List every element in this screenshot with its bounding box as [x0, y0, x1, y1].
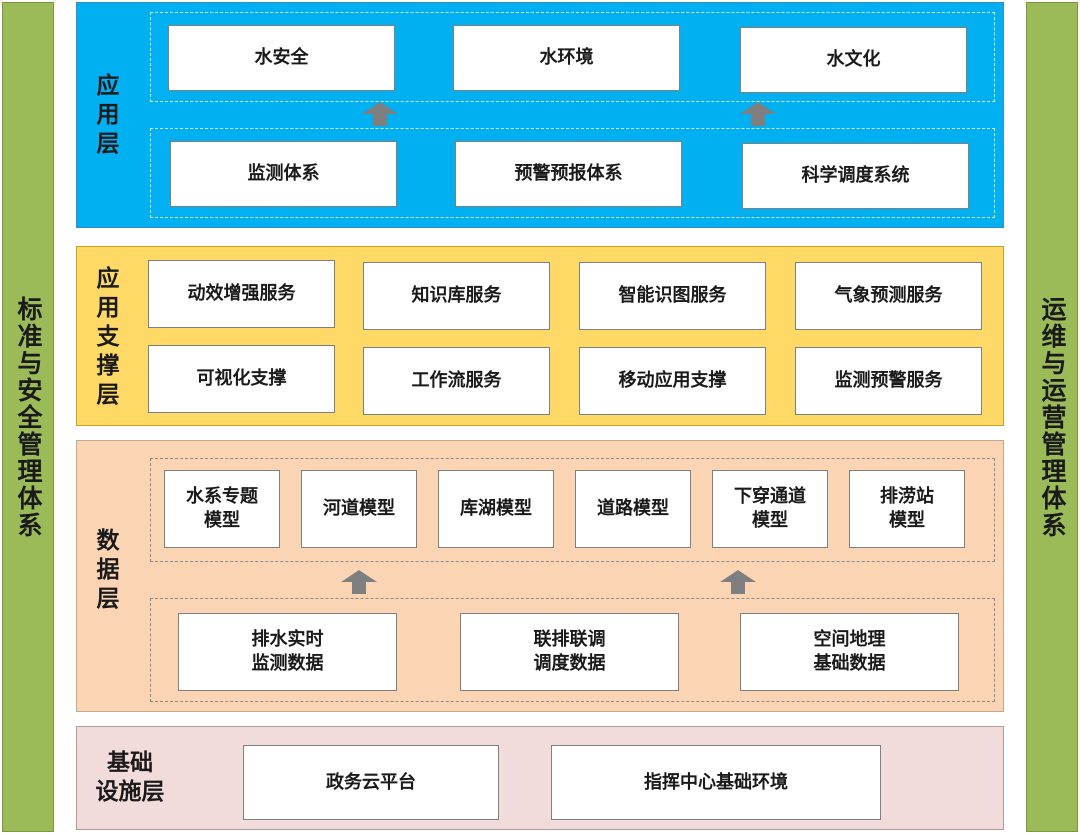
right-side-bar-label: 运维与运营管理体系	[1038, 295, 1067, 539]
app-goal-box-1: 水安全	[168, 25, 395, 91]
infrastructure-layer-label: 基础 设施层	[95, 750, 165, 805]
support-box-7: 移动应用支撑	[579, 347, 766, 415]
dataset-box-2: 联排联调 调度数据	[460, 613, 679, 691]
support-box-3: 智能识图服务	[579, 262, 766, 330]
support-layer-label: 应 用 支 撑 层	[96, 265, 120, 408]
app-system-box-1: 监测体系	[170, 141, 397, 207]
model-box-5: 下穿通道 模型	[712, 470, 828, 548]
model-box-2: 河道模型	[301, 470, 417, 548]
app-goal-box-3: 水文化	[740, 27, 967, 93]
application-goals-group	[150, 12, 995, 102]
model-box-1: 水系专题 模型	[164, 470, 280, 548]
left-side-bar-label: 标准与安全管理体系	[14, 295, 43, 539]
support-box-8: 监测预警服务	[795, 347, 982, 415]
app-goal-box-2: 水环境	[453, 25, 680, 91]
up-arrow-icon	[740, 102, 776, 126]
data-datasets-group	[150, 598, 995, 702]
up-arrow-icon	[362, 102, 398, 126]
data-models-group	[150, 458, 995, 562]
infra-box-1: 政务云平台	[243, 745, 499, 820]
support-box-5: 可视化支撑	[148, 345, 335, 413]
data-layer-label: 数 据 层	[96, 527, 120, 612]
model-box-6: 排涝站 模型	[849, 470, 965, 548]
support-box-1: 动效增强服务	[148, 260, 335, 328]
model-box-4: 道路模型	[575, 470, 691, 548]
left-side-bar: 标准与安全管理体系	[2, 2, 54, 832]
infra-box-2: 指挥中心基础环境	[551, 745, 881, 820]
right-side-bar: 运维与运营管理体系	[1026, 2, 1078, 832]
dataset-box-3: 空间地理 基础数据	[740, 613, 959, 691]
application-layer-label: 应 用 层	[96, 72, 120, 157]
support-box-6: 工作流服务	[363, 347, 550, 415]
dataset-box-1: 排水实时 监测数据	[178, 613, 397, 691]
model-box-3: 库湖模型	[438, 470, 554, 548]
application-systems-group	[150, 128, 995, 218]
up-arrow-icon	[720, 570, 756, 594]
support-box-2: 知识库服务	[363, 262, 550, 330]
app-system-box-2: 预警预报体系	[455, 141, 682, 207]
app-system-box-3: 科学调度系统	[742, 143, 969, 209]
up-arrow-icon	[341, 570, 377, 594]
support-box-4: 气象预测服务	[795, 262, 982, 330]
